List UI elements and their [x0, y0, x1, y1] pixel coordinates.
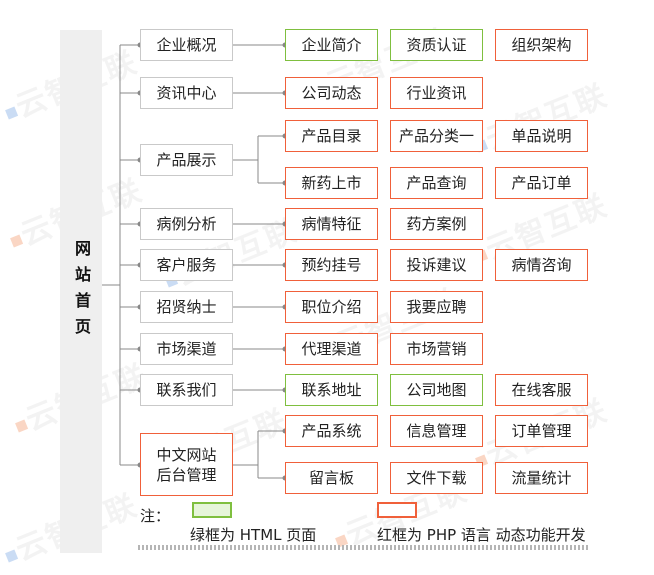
page-industry-news: 行业资讯 [390, 77, 483, 109]
section-market-channels: 市场渠道 [140, 333, 233, 365]
legend-red-swatch [377, 502, 417, 518]
page-product-details: 单品说明 [495, 120, 588, 152]
page-complaints: 投诉建议 [390, 249, 483, 281]
page-company-intro: 企业简介 [285, 29, 378, 61]
legend-dotted-divider [138, 545, 590, 550]
legend-green-swatch [192, 502, 232, 518]
page-apply-job: 我要应聘 [390, 291, 483, 323]
section-customer-service: 客户服务 [140, 249, 233, 281]
legend-green-text: 绿框为 HTML 页面 [190, 526, 317, 544]
page-marketing: 市场营销 [390, 333, 483, 365]
page-message-board: 留言板 [285, 462, 378, 494]
section-company-overview: 企业概况 [140, 29, 233, 61]
page-appointment: 预约挂号 [285, 249, 378, 281]
page-prescription-cases: 药方案例 [390, 208, 483, 240]
page-online-service: 在线客服 [495, 374, 588, 406]
section-product-showcase: 产品展示 [140, 144, 233, 176]
page-product-orders: 产品订单 [495, 167, 588, 199]
page-product-catalog: 产品目录 [285, 120, 378, 152]
page-consultation: 病情咨询 [495, 249, 588, 281]
section-case-analysis: 病例分析 [140, 208, 233, 240]
section-contact-us: 联系我们 [140, 374, 233, 406]
page-traffic-stats: 流量统计 [495, 462, 588, 494]
page-company-news: 公司动态 [285, 77, 378, 109]
page-file-download: 文件下载 [390, 462, 483, 494]
page-contact-address: 联系地址 [285, 374, 378, 406]
page-agency-channels: 代理渠道 [285, 333, 378, 365]
page-info-management: 信息管理 [390, 415, 483, 447]
page-product-system: 产品系统 [285, 415, 378, 447]
home-label: 网站首页 [72, 239, 91, 344]
section-recruitment: 招贤纳士 [140, 291, 233, 323]
legend-title: 注： [140, 507, 171, 525]
page-new-drugs: 新药上市 [285, 167, 378, 199]
legend-red-text: 红框为 PHP 语言 动态功能开发 [377, 526, 586, 544]
section-admin-backend: 中文网站 后台管理 [140, 433, 233, 496]
section-news-center: 资讯中心 [140, 77, 233, 109]
home-node: 网站首页 [60, 30, 102, 553]
page-org-structure: 组织架构 [495, 29, 588, 61]
page-qualifications: 资质认证 [390, 29, 483, 61]
page-product-search: 产品查询 [390, 167, 483, 199]
page-job-intro: 职位介绍 [285, 291, 378, 323]
page-order-management: 订单管理 [495, 415, 588, 447]
page-symptoms: 病情特征 [285, 208, 378, 240]
page-company-map: 公司地图 [390, 374, 483, 406]
page-product-category-1: 产品分类一 [390, 120, 483, 152]
